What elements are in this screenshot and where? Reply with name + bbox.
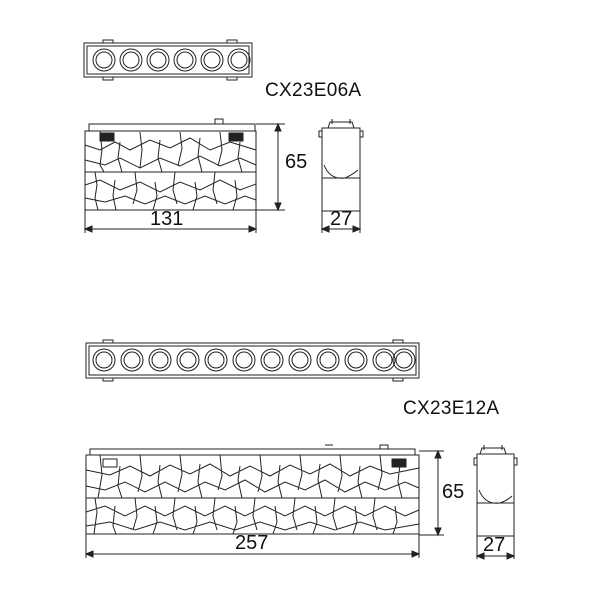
- top-view-6-led: [83, 39, 253, 81]
- width-dimension: 27: [330, 208, 353, 230]
- model-label: CX23E12A: [403, 398, 500, 419]
- dimension-lines-12: [84, 449, 444, 558]
- dimension-lines-6: [83, 122, 285, 233]
- top-view-12-led: [85, 339, 420, 382]
- led-lens-icons: [92, 348, 416, 372]
- height-dimension: 65: [442, 481, 465, 503]
- led-lens-icons: [92, 48, 251, 72]
- side-view-12: [473, 445, 518, 537]
- side-dim-6: [320, 211, 362, 233]
- front-view-12-led: [85, 444, 420, 535]
- width-dimension: 27: [483, 534, 506, 556]
- height-dimension: 65: [285, 151, 308, 173]
- length-dimension: 257: [235, 532, 269, 554]
- side-view-6: [318, 119, 364, 212]
- model-label: CX23E06A: [265, 80, 362, 101]
- side-dim-12: [475, 536, 516, 560]
- front-view-6-led: [84, 118, 257, 211]
- length-dimension: 131: [150, 208, 184, 230]
